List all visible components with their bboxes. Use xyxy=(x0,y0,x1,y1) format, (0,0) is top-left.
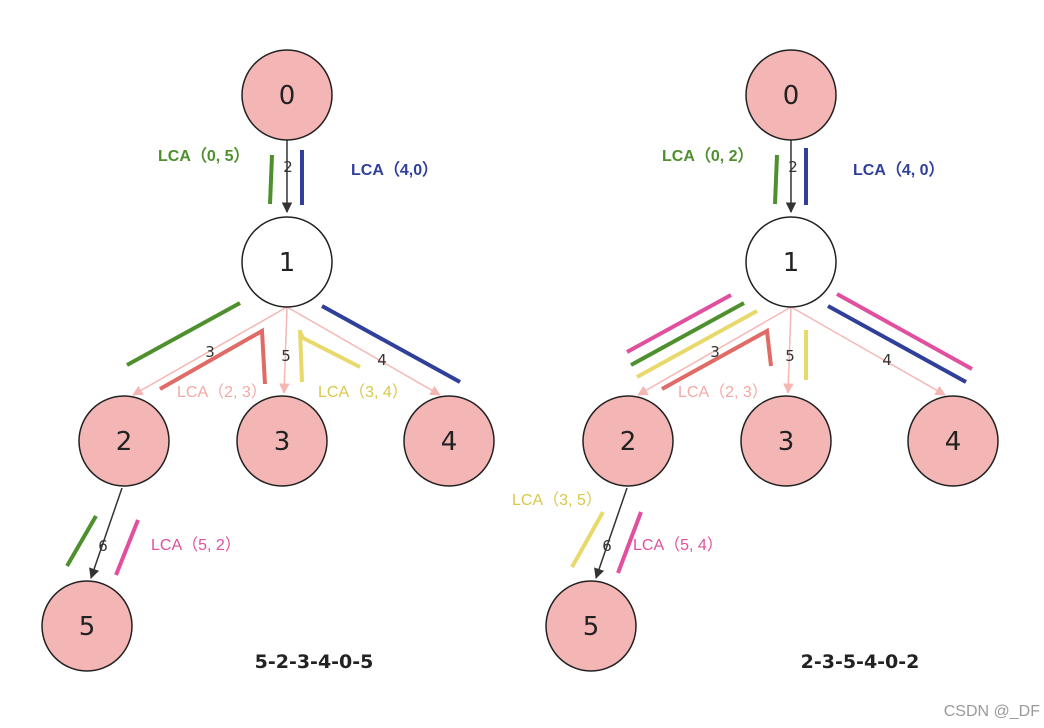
lca-label-blue: LCA（4, 0） xyxy=(853,161,945,179)
node-label: 2 xyxy=(620,427,637,457)
node-label: 3 xyxy=(274,427,291,457)
node-label: 1 xyxy=(279,248,296,278)
edge-weight-1-2: 3 xyxy=(205,343,215,361)
lca-label-light: LCA（2, 3） xyxy=(678,383,768,401)
tree-node-0: 0 xyxy=(241,49,333,141)
path-mark-red xyxy=(159,327,267,391)
path-mark-green xyxy=(268,154,274,205)
path-mark-green xyxy=(126,301,241,367)
edge-weight-1-4: 4 xyxy=(377,351,387,369)
edge-weight-2-5: 6 xyxy=(602,537,612,555)
path-mark-yellow xyxy=(636,309,758,379)
node-label: 1 xyxy=(783,248,800,278)
path-mark-magenta xyxy=(626,293,732,354)
tree-diagram-left: 2 3 5 4 6 LCA（0, 5） LCA（4,0） LCA（2, 3） L… xyxy=(41,49,495,673)
edge-weight-1-2: 3 xyxy=(710,343,720,361)
edge-1-2 xyxy=(637,306,792,396)
tree-node-5: 5 xyxy=(41,580,133,672)
edge-weight-1-3: 5 xyxy=(785,347,795,365)
node-label: 0 xyxy=(783,81,800,111)
tree-node-0: 0 xyxy=(745,49,837,141)
tree-node-5: 5 xyxy=(545,580,637,672)
node-label: 5 xyxy=(79,612,96,642)
path-mark-green xyxy=(65,514,98,568)
path-mark-yellow xyxy=(298,329,304,383)
traversal-sequence: 2-3-5-4-0-2 xyxy=(801,651,920,673)
edge-weight-1-4: 4 xyxy=(882,351,892,369)
tree-node-1: 1 xyxy=(241,216,333,308)
lca-label-yellow: LCA（3, 5） xyxy=(512,491,602,509)
path-mark-green xyxy=(773,154,779,205)
path-mark-yellow xyxy=(298,331,361,369)
node-label: 4 xyxy=(945,427,962,457)
edge-2-5 xyxy=(89,487,123,579)
tree-node-4: 4 xyxy=(907,395,999,487)
node-label: 0 xyxy=(279,81,296,111)
path-mark-red xyxy=(661,327,773,391)
tree-node-3: 3 xyxy=(236,395,328,487)
edge-1-4 xyxy=(286,306,441,396)
lca-label-yellow: LCA（3, 4） xyxy=(318,383,408,401)
lca-label-green: LCA（0, 2） xyxy=(662,147,754,165)
path-mark-blue xyxy=(827,304,967,384)
node-label: 2 xyxy=(116,427,133,457)
tree-diagram-right: 2 3 5 4 6 LCA（0, 2） LCA（4, 0） LCA（2, 3） … xyxy=(512,49,999,673)
edge-1-4 xyxy=(790,306,946,396)
lca-label-light: LCA（2, 3） xyxy=(177,383,267,401)
node-label: 5 xyxy=(583,612,600,642)
edge-1-3 xyxy=(783,306,794,395)
path-mark-magenta xyxy=(836,292,973,371)
edge-1-2 xyxy=(132,306,288,396)
edge-weight-2-5: 6 xyxy=(98,537,108,555)
node-label: 4 xyxy=(441,427,458,457)
edge-weight-0-1: 2 xyxy=(283,158,293,176)
path-mark-blue xyxy=(321,304,461,384)
tree-node-4: 4 xyxy=(403,395,495,487)
path-mark-magenta xyxy=(114,519,140,576)
lca-label-green: LCA（0, 5） xyxy=(158,147,250,165)
tree-node-2: 2 xyxy=(582,395,674,487)
watermark: CSDN @_DF xyxy=(944,703,1040,720)
tree-node-3: 3 xyxy=(740,395,832,487)
edge-weight-1-3: 5 xyxy=(281,347,291,365)
tree-node-2: 2 xyxy=(78,395,170,487)
node-label: 3 xyxy=(778,427,795,457)
lca-label-magenta: LCA（5, 4） xyxy=(633,536,723,554)
lca-label-magenta: LCA（5, 2） xyxy=(151,536,241,554)
path-mark-green xyxy=(630,301,745,367)
edge-2-5 xyxy=(594,487,628,579)
lca-label-blue: LCA（4,0） xyxy=(351,161,438,179)
edge-1-3 xyxy=(279,306,290,395)
path-mark-magenta xyxy=(616,511,643,574)
edge-weight-0-1: 2 xyxy=(788,158,798,176)
traversal-sequence: 5-2-3-4-0-5 xyxy=(255,651,374,673)
tree-node-1: 1 xyxy=(745,216,837,308)
path-mark-yellow xyxy=(570,511,605,568)
